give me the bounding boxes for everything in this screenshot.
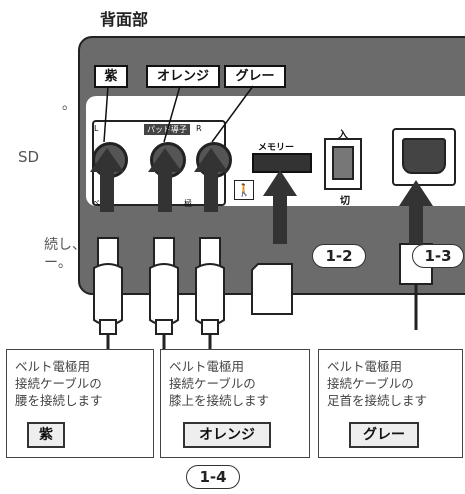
callout-1-3: 1-3 (412, 244, 464, 268)
description-tag-purple: 紫 (27, 422, 65, 448)
description-text-purple: ベルト電極用 接続ケーブルの 腰を接続します (15, 359, 103, 408)
description-text-orange: ベルト電極用 接続ケーブルの 膝上を接続します (169, 359, 270, 408)
plug-center (149, 237, 179, 335)
description-tag-gray: グレー (349, 422, 419, 448)
callout-1-2: 1-2 (312, 244, 366, 268)
arrow-memory (263, 170, 297, 244)
plug-left (93, 237, 123, 335)
description-box-gray: ベルト電極用 接続ケーブルの 足首を接続します グレー (318, 349, 463, 458)
description-tag-orange: オレンジ (183, 422, 271, 448)
arrow-port-r (194, 148, 228, 212)
belt-label-right: 極 (184, 199, 192, 208)
power-inlet-socket (402, 138, 446, 174)
description-text-gray: ベルト電極用 接続ケーブルの 足首を接続します (327, 359, 428, 408)
l-port-label: L (94, 124, 99, 133)
power-on-label: 入 (338, 130, 348, 141)
text-fragment-1: 。 (62, 97, 76, 113)
power-switch-rocker (332, 146, 354, 180)
plug-right (195, 237, 225, 335)
color-tag-purple: 紫 (94, 65, 128, 88)
memory-label: メモリー (258, 143, 295, 153)
text-fragment-4: ー。 (44, 255, 72, 271)
human-icon: 🚶 (234, 180, 254, 200)
arrow-port-center (148, 148, 182, 212)
leader-line-gray (211, 85, 254, 143)
text-fragment-3: 続し、 (44, 237, 86, 253)
text-fragment-2: SD (18, 148, 40, 166)
up-arrows (90, 148, 297, 244)
arrow-power-plug (399, 180, 433, 244)
power-off-label: 切 (340, 196, 350, 207)
description-box-purple: ベルト電極用 接続ケーブルの 腰を接続します 紫 (6, 349, 154, 458)
r-port-label: R (196, 124, 202, 133)
leader-line-orange (163, 85, 181, 143)
color-tag-orange: オレンジ (146, 65, 220, 88)
arrow-port-l (90, 148, 124, 212)
section-title: 背面部 (100, 10, 149, 29)
sd-card (251, 263, 293, 315)
callout-1-4: 1-4 (186, 465, 240, 489)
cables (106, 284, 418, 350)
color-tag-gray: グレー (224, 65, 286, 88)
description-box-orange: ベルト電極用 接続ケーブルの 膝上を接続します オレンジ (160, 349, 310, 458)
cable-plugs (93, 237, 433, 335)
leader-line-purple (103, 85, 109, 143)
memory-slot (252, 153, 312, 173)
